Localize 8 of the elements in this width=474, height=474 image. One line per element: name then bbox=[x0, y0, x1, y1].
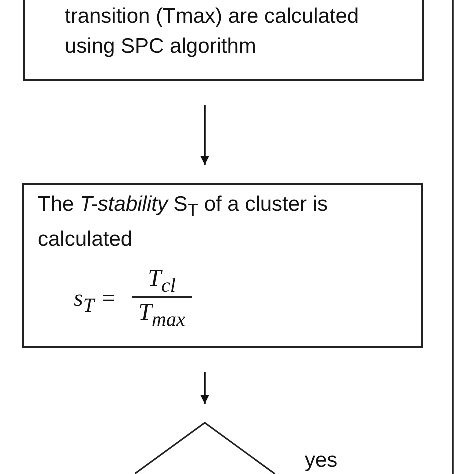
formula-denominator: T$_{max}$ bbox=[138, 299, 186, 333]
decision-diamond bbox=[135, 422, 275, 474]
formula-text: s$_{T}$ = bbox=[74, 285, 117, 319]
process-text: transition (Tmax) are calculated using SPC algorithm bbox=[65, 4, 360, 60]
branch-label: yes bbox=[305, 448, 338, 474]
process-box bbox=[22, 183, 423, 348]
formula-numerator: T$_{cl}$ bbox=[148, 265, 176, 299]
process-text: The T-stability S$_{T}$ of a cluster is calculated bbox=[38, 192, 330, 254]
